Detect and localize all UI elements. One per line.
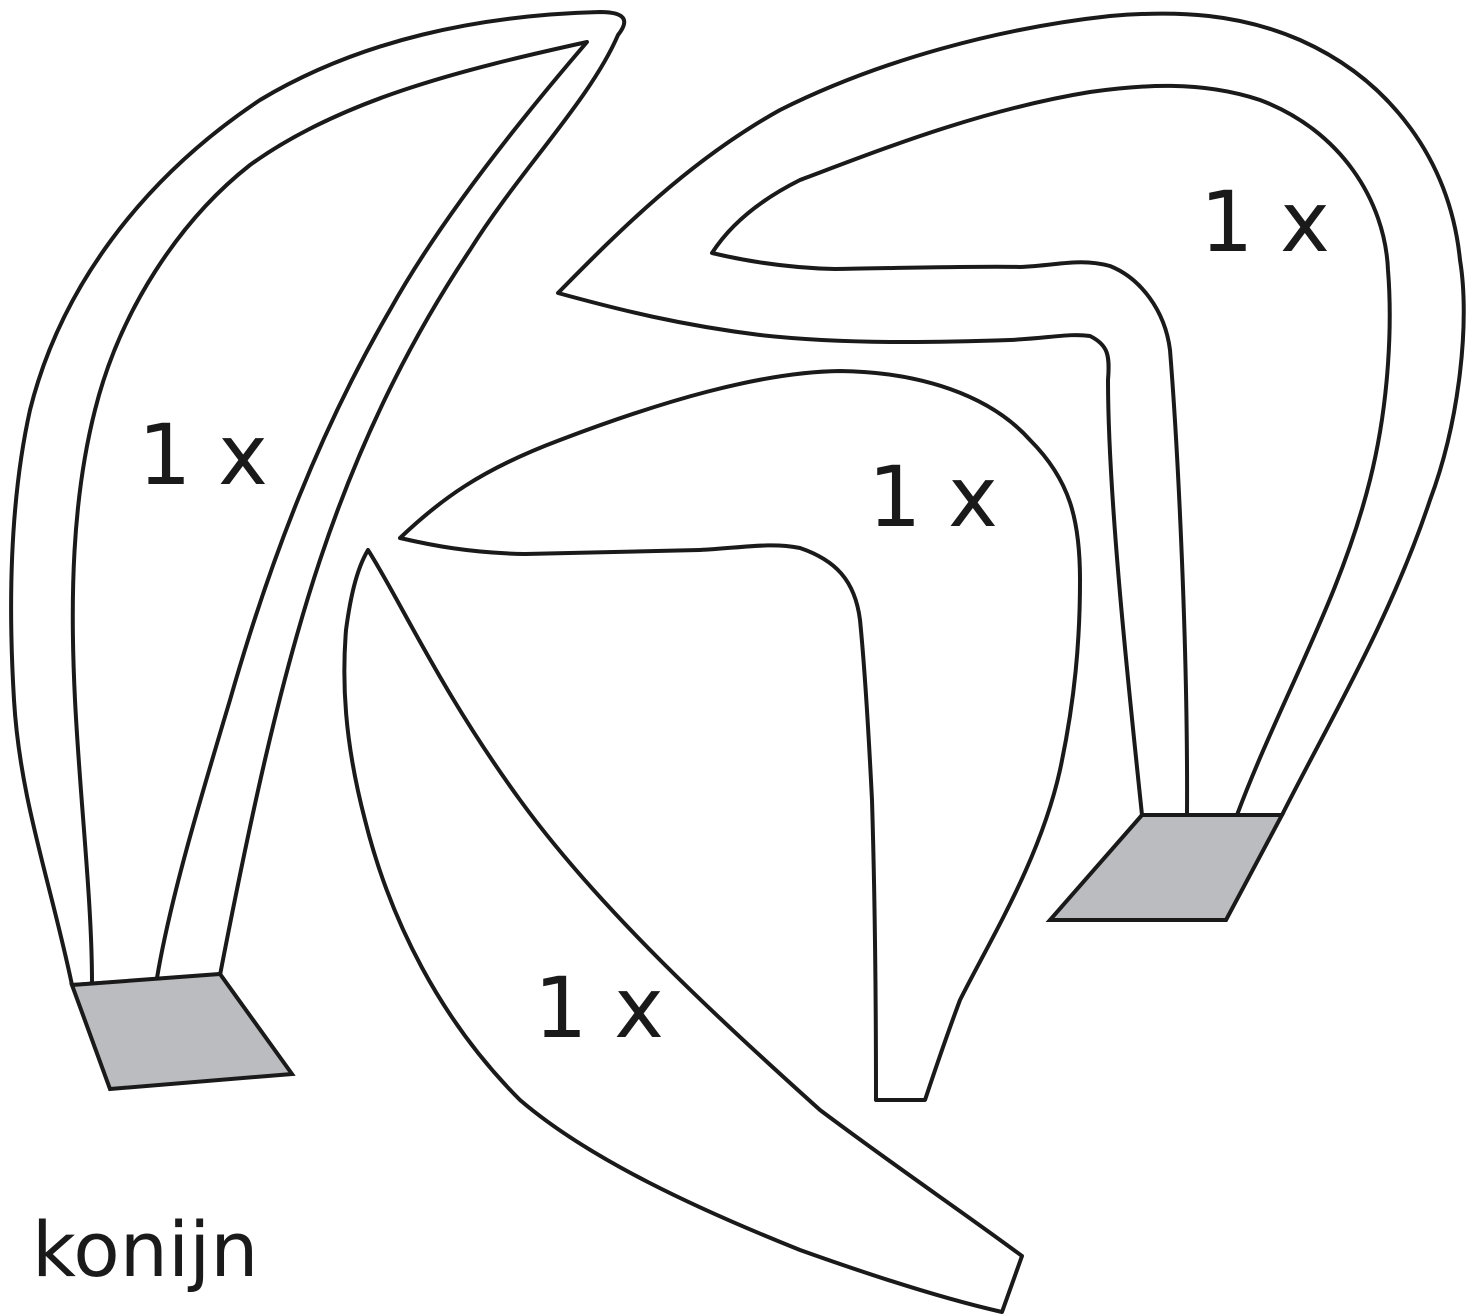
left-ear-piece: 1 x [9, 10, 627, 1092]
right-ear-inner-line [710, 83, 1392, 817]
left-ear-inner-line [70, 40, 589, 985]
front-leg-piece: 1 x [398, 369, 1082, 1102]
front-leg-count-label: 1 x [868, 448, 998, 546]
right-ear-tab [1045, 813, 1286, 922]
right-ear-outline [556, 11, 1466, 817]
front-leg-outline [398, 369, 1082, 1102]
right-ear-piece: 1 x [556, 11, 1466, 922]
left-ear-count-label: 1 x [138, 406, 268, 504]
animal-name-caption: konijn [32, 1205, 259, 1294]
tail-piece-outline [342, 548, 1024, 1314]
right-ear-count-label: 1 x [1200, 173, 1330, 271]
tail-piece: 1 x [342, 548, 1024, 1314]
tail-piece-count-label: 1 x [534, 959, 664, 1057]
left-ear-tab [69, 971, 296, 1092]
